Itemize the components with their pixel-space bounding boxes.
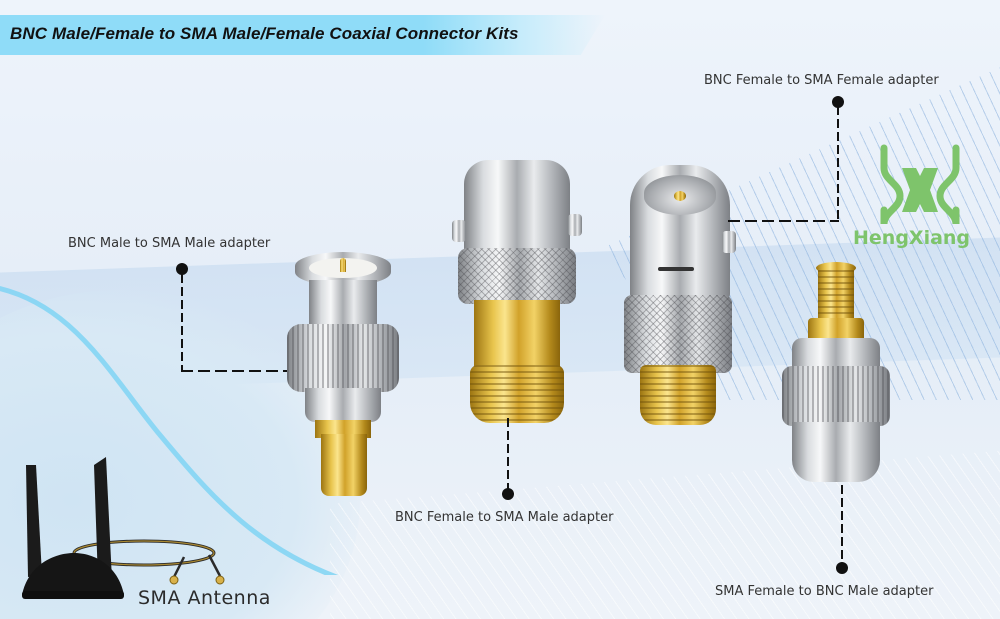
sma-antenna-label: SMA Antenna <box>138 587 271 609</box>
page-title: BNC Male/Female to SMA Male/Female Coaxi… <box>10 24 519 43</box>
title-banner <box>0 15 605 55</box>
callout-label-bnc-male-sma-male: BNC Male to SMA Male adapter <box>68 236 271 251</box>
hengxiang-logo-icon <box>880 144 960 225</box>
brand-name: HengXiang <box>853 227 971 249</box>
callout-label-bnc-female-sma-female: BNC Female to SMA Female adapter <box>704 73 939 88</box>
background-wave-line <box>0 286 339 575</box>
connector-bnc-female-sma-male <box>452 160 582 430</box>
callout-label-sma-female-bnc-male: SMA Female to BNC Male adapter <box>715 584 934 599</box>
callout-leader-line <box>181 274 183 372</box>
connector-bnc-male-sma-male <box>283 252 403 502</box>
callout-label-bnc-female-sma-male: BNC Female to SMA Male adapter <box>395 510 614 525</box>
callout-dot <box>836 562 848 574</box>
callout-dot <box>832 96 844 108</box>
callout-leader-line <box>181 370 287 372</box>
callout-leader-line <box>837 106 839 222</box>
callout-dot <box>502 488 514 500</box>
sma-antenna-image <box>22 457 225 599</box>
callout-leader-line <box>728 220 839 222</box>
connector-bnc-female-sma-female <box>622 165 737 430</box>
callout-dot <box>176 263 188 275</box>
connector-sma-female-bnc-male <box>778 262 894 487</box>
callout-leader-line <box>507 418 509 492</box>
callout-leader-line <box>841 485 843 565</box>
